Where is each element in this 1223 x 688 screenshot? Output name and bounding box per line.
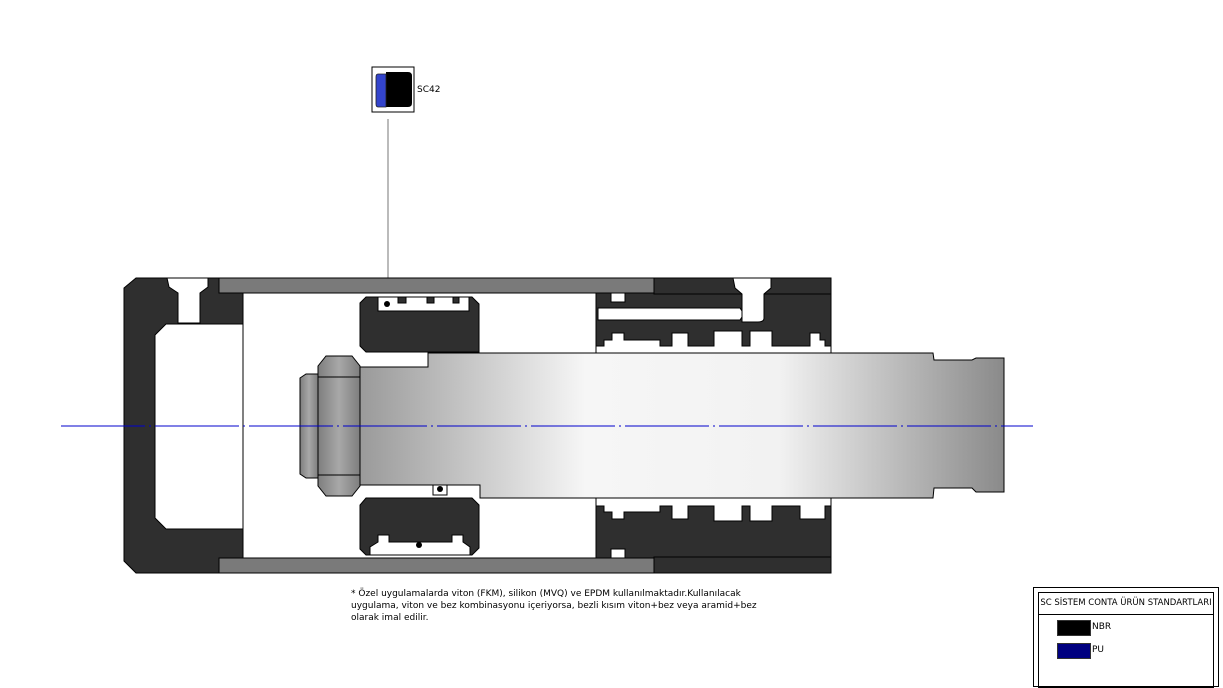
legend-swatch-pu	[1057, 643, 1091, 659]
barrel-wall-top	[218, 277, 655, 294]
material-note: * Özel uygulamalarda viton (FKM), siliko…	[351, 588, 781, 624]
front-port	[732, 277, 772, 323]
seal-pu-part	[375, 73, 387, 108]
piston	[359, 296, 480, 556]
legend-frame: SC SİSTEM CONTA ÜRÜN STANDARTLARI NBR PU	[1038, 592, 1214, 688]
front-gland	[595, 277, 832, 574]
legend-label-pu: PU	[1092, 645, 1105, 655]
barrel-wall-bottom	[218, 557, 655, 574]
material-note-line: uygulama, viton ve bez kombinasyonu içer…	[351, 601, 757, 611]
seal-callout	[371, 66, 415, 280]
piston-seal-groove-top	[377, 296, 470, 312]
seal-callout-label: SC42	[417, 85, 441, 95]
seal-nbr-part	[386, 72, 412, 107]
legend-label-nbr: NBR	[1092, 622, 1112, 632]
front-port-channel	[597, 307, 745, 321]
legend-swatch-nbr	[1057, 620, 1091, 636]
material-note-line: olarak imal edilir.	[351, 613, 429, 623]
legend-title: SC SİSTEM CONTA ÜRÜN STANDARTLARI	[1039, 593, 1213, 615]
rear-port	[166, 277, 209, 324]
material-legend: SC SİSTEM CONTA ÜRÜN STANDARTLARI NBR PU	[1033, 587, 1219, 688]
material-note-line: * Özel uygulamalarda viton (FKM), siliko…	[351, 589, 741, 599]
